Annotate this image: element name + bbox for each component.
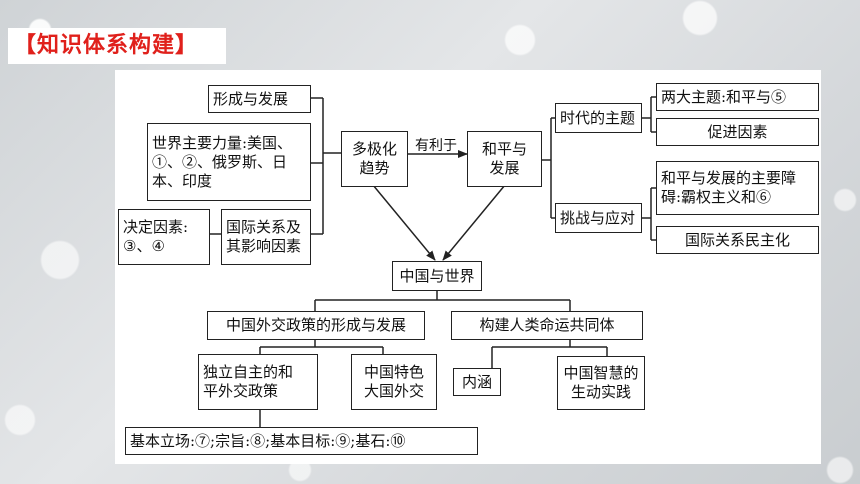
node-formation: 形成与发展 xyxy=(208,85,311,113)
node-independent-policy: 独立自主的和 平外交政策 xyxy=(198,354,318,410)
node-main-obstacles: 和平与发展的主要障 碍:霸权主义和⑥ xyxy=(656,161,819,215)
node-peace-development: 和平与 发展 xyxy=(467,131,542,187)
connector-peace-arrow xyxy=(442,184,506,261)
node-intl-relations: 国际关系及 其影响因素 xyxy=(221,209,311,265)
section-title: 【知识体系构建】 xyxy=(8,28,226,64)
node-multipolar-trend: 多极化 趋势 xyxy=(341,131,408,187)
node-challenges: 挑战与应对 xyxy=(555,203,642,233)
diagram-connectors xyxy=(209,96,656,427)
node-shared-future-community: 构建人类命运共同体 xyxy=(451,311,643,340)
node-democratization: 国际关系民主化 xyxy=(656,226,819,254)
node-china-and-world: 中国与世界 xyxy=(392,261,482,291)
knowledge-diagram: 形成与发展 世界主要力量:美国、 ①、②、俄罗斯、日 本、印度 决定因素: ③、… xyxy=(115,70,821,464)
node-era-theme: 时代的主题 xyxy=(555,103,642,133)
connector-multipolar-arrow xyxy=(372,184,436,261)
node-chinese-wisdom: 中国智慧的 生动实践 xyxy=(557,356,645,410)
node-promoting-factors: 促进因素 xyxy=(656,118,819,146)
node-major-power-diplomacy: 中国特色 大国外交 xyxy=(351,354,437,410)
node-world-forces: 世界主要力量:美国、 ①、②、俄罗斯、日 本、印度 xyxy=(147,123,311,201)
node-diplomacy-policy: 中国外交政策的形成与发展 xyxy=(207,311,425,340)
node-decisive-factors: 决定因素: ③、④ xyxy=(118,209,210,265)
edge-label-favorable: 有利于 xyxy=(415,138,457,154)
node-two-themes: 两大主题:和平与⑤ xyxy=(656,83,819,111)
node-connotation: 内涵 xyxy=(453,368,501,396)
node-basic-principles: 基本立场:⑦;宗旨:⑧;基本目标:⑨;基石:⑩ xyxy=(125,427,478,455)
